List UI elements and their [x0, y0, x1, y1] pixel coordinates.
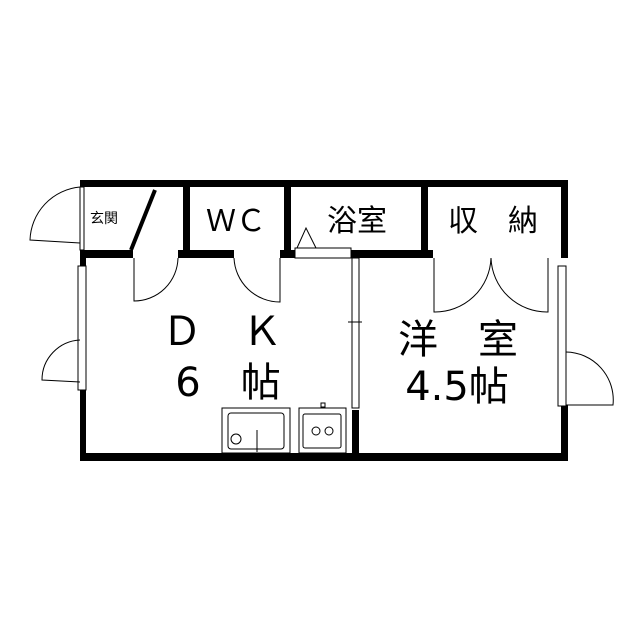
sliding-partition [351, 257, 360, 409]
fixtures [29, 186, 614, 454]
room-label-western: 洋 室 [398, 317, 518, 363]
wc-door-swing [233, 257, 281, 303]
walls [80, 180, 568, 461]
right-door-swing [565, 351, 614, 406]
storage-door-right-swing [490, 257, 549, 313]
room-label-entrance: 玄関 [90, 210, 118, 227]
entrance-door-swing [29, 186, 81, 244]
sink [221, 407, 291, 454]
room-size-dk: 6 帖 [175, 360, 280, 406]
entrance-inner-door-swing [133, 257, 179, 302]
room-size-western: 4.5帖 [405, 364, 509, 410]
left-window [77, 265, 87, 391]
storage-door-left-swing [433, 257, 492, 313]
room-label-bath: 浴室 [327, 204, 387, 239]
stove [298, 402, 347, 454]
room-label-dk: Ｄ Ｋ [162, 309, 282, 355]
room-label-wc: ＷＣ [206, 204, 266, 239]
right-window [557, 265, 567, 407]
left-door-swing [41, 339, 81, 383]
bath-door [294, 247, 352, 259]
room-label-storage: 収 納 [448, 204, 538, 239]
